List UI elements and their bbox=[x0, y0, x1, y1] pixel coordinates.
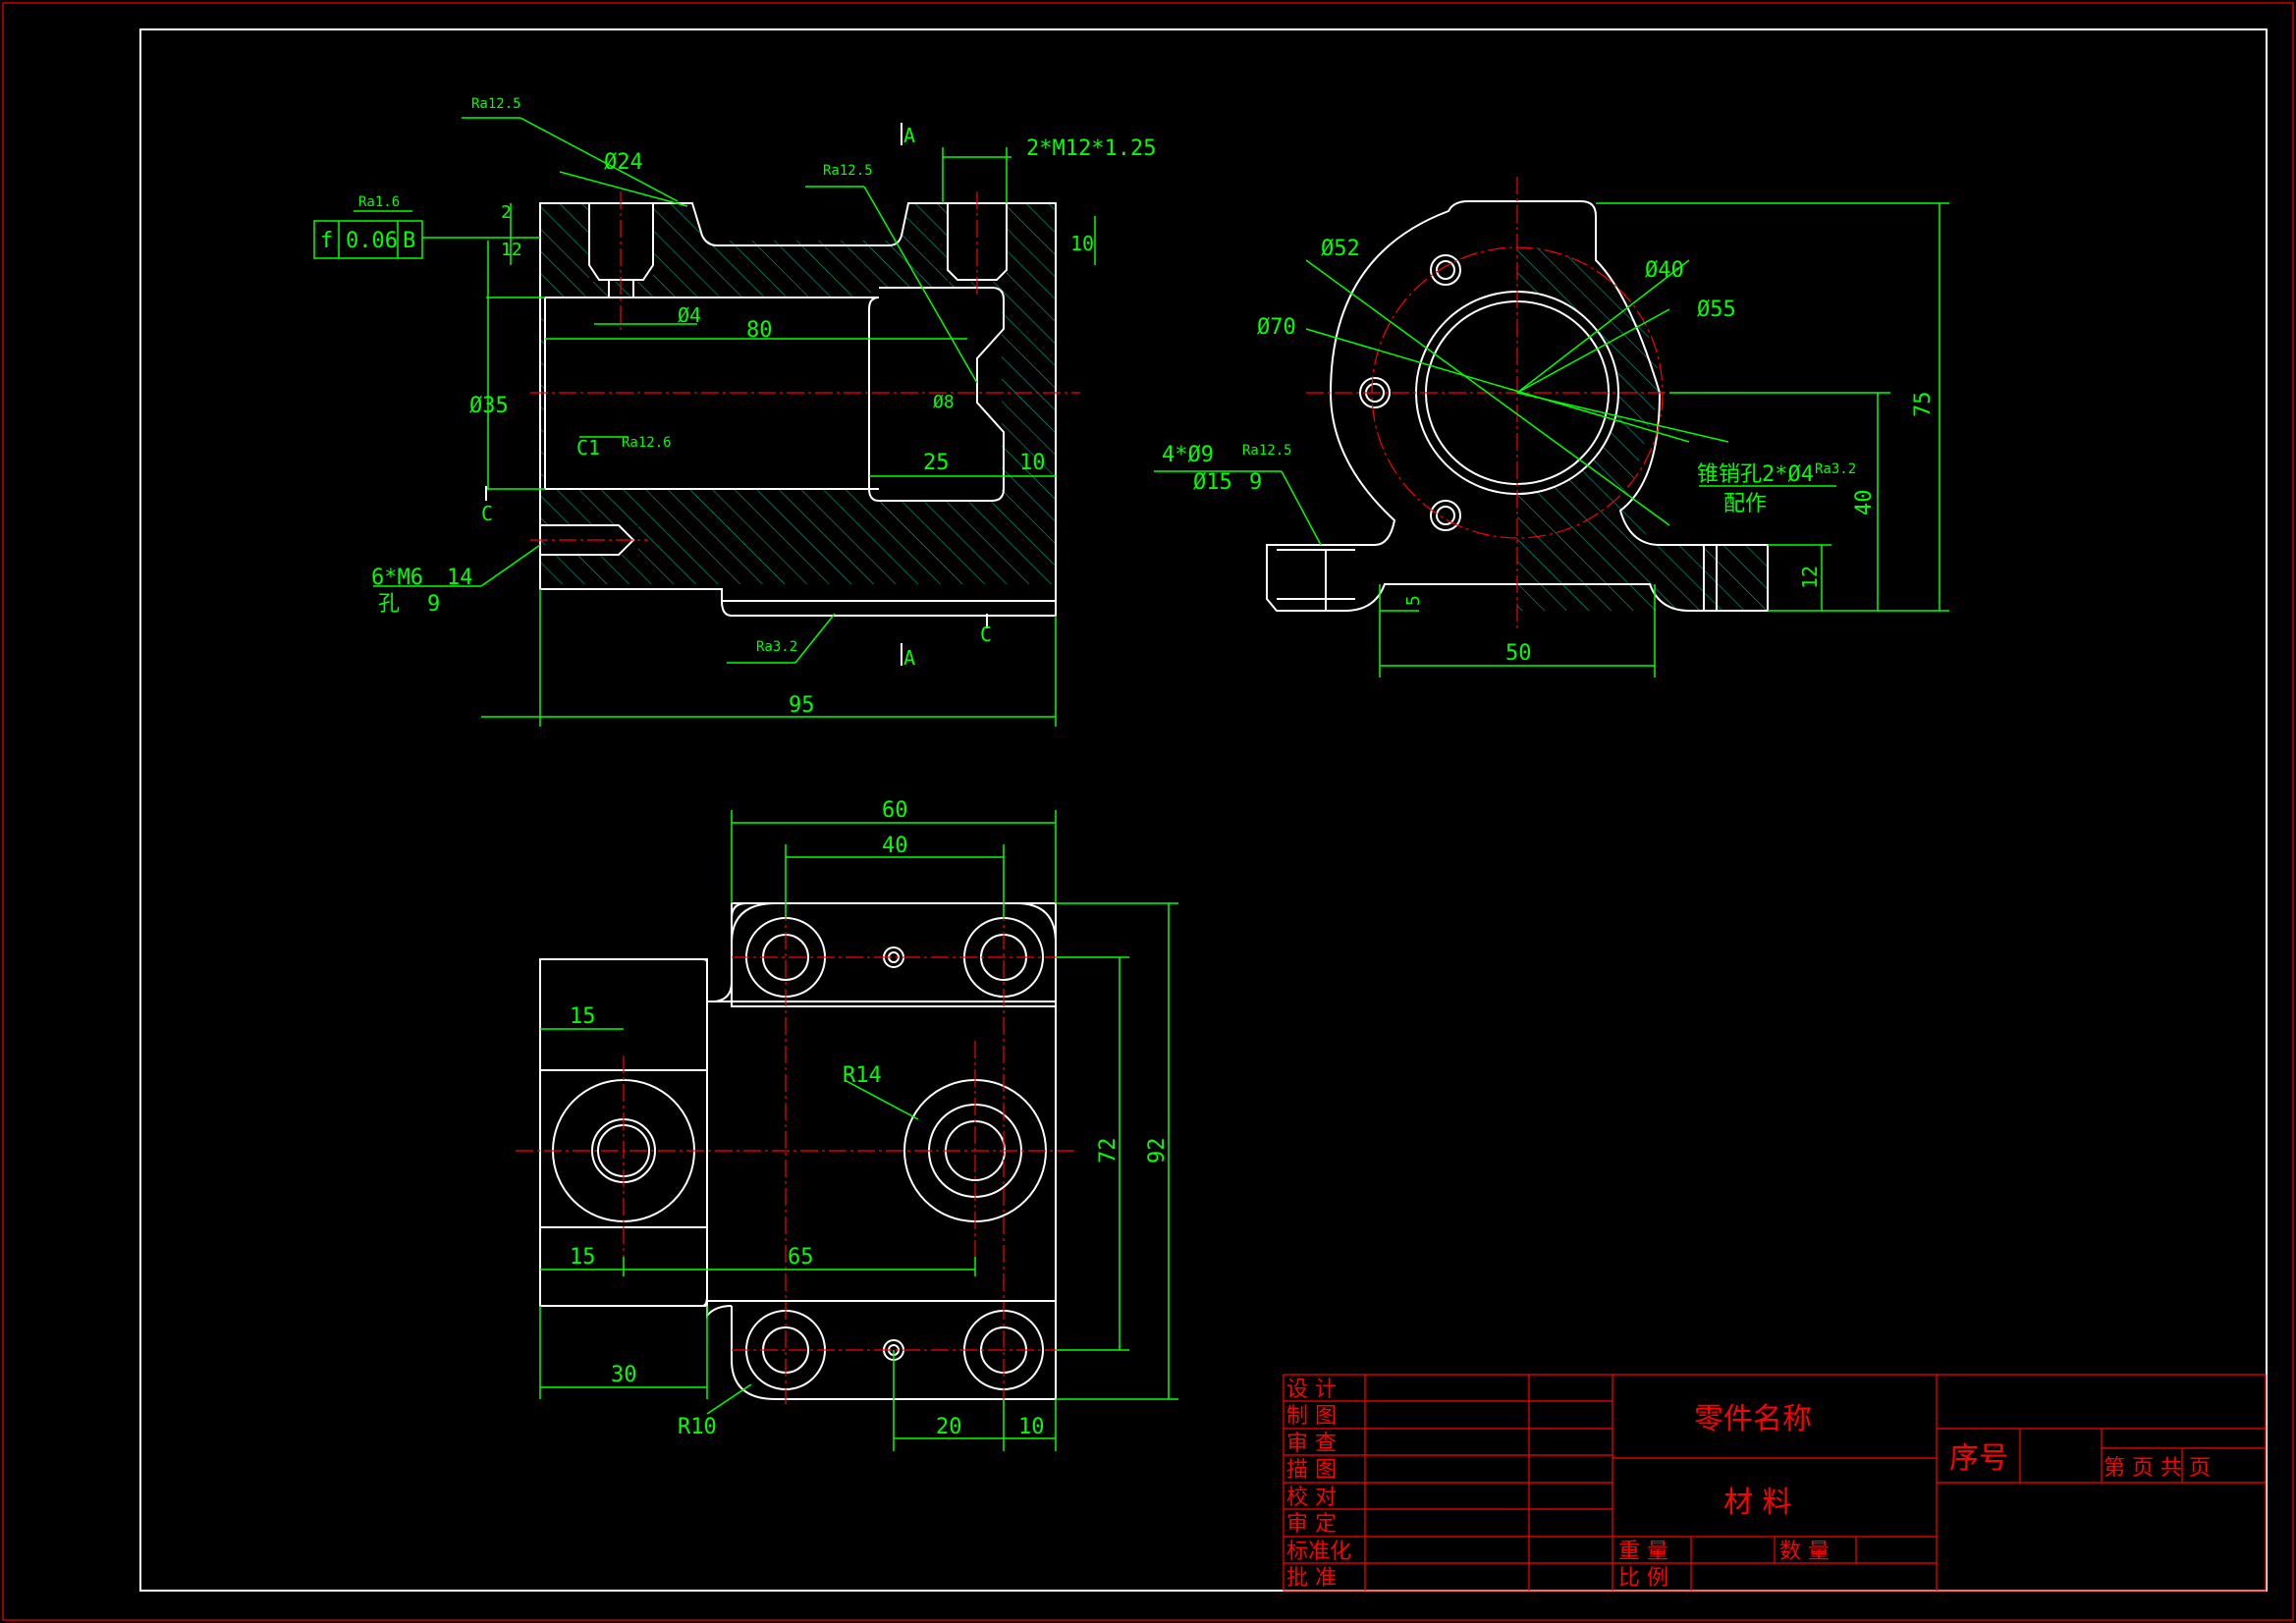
dim-50: 50 bbox=[1505, 641, 1532, 666]
pin-2: 配作 bbox=[1723, 492, 1767, 516]
dim-dia35: Ø35 bbox=[469, 394, 509, 418]
tb-row-4: 描 图 bbox=[1286, 1458, 1337, 1483]
dim-75: 75 bbox=[1911, 392, 1936, 418]
material: 材 料 bbox=[1723, 1486, 1792, 1520]
tol-symbol: f bbox=[320, 229, 333, 253]
tol-rough: Ra1.6 bbox=[358, 194, 400, 210]
inner-frame bbox=[139, 28, 2268, 1592]
dim-10-top: 10 bbox=[1018, 1415, 1045, 1439]
dim-72: 72 bbox=[1096, 1138, 1121, 1164]
rough-top: Ra12.5 bbox=[471, 96, 521, 112]
tb-row-6: 审 定 bbox=[1286, 1512, 1337, 1537]
dim-dia8: Ø8 bbox=[933, 392, 955, 412]
thread-side-depth: 14 bbox=[447, 566, 473, 590]
holes-1: 4*Ø9 bbox=[1162, 443, 1214, 467]
tol-datum: B bbox=[403, 229, 415, 253]
dim-25: 25 bbox=[923, 451, 950, 475]
dim-12-side: 12 bbox=[1798, 566, 1822, 589]
rough-bore: Ra12.6 bbox=[622, 435, 672, 451]
dim-65: 65 bbox=[788, 1245, 814, 1270]
tb-row-2: 制 图 bbox=[1286, 1404, 1337, 1429]
dim-95: 95 bbox=[789, 693, 815, 718]
holes-rough: Ra12.5 bbox=[1242, 443, 1292, 459]
dim-15a: 15 bbox=[570, 1004, 596, 1029]
tb-row-3: 审 查 bbox=[1286, 1432, 1337, 1456]
dim-60: 60 bbox=[882, 798, 908, 823]
scale: 比 例 bbox=[1618, 1566, 1668, 1591]
tb-row-7: 标准化 bbox=[1286, 1540, 1351, 1564]
section-a-bottom: A bbox=[903, 646, 915, 670]
radius-r14: R14 bbox=[843, 1063, 882, 1088]
quantity: 数 量 bbox=[1779, 1540, 1830, 1564]
dim-12: 12 bbox=[501, 240, 522, 260]
dim-40-side: 40 bbox=[1852, 490, 1877, 516]
title-block-labels: 设 计 制 图 审 查 描 图 校 对 审 定 标准化 批 准 零件名称 材 料… bbox=[1286, 1378, 2211, 1591]
pin-1: 锥销孔2*Ø4 bbox=[1697, 462, 1814, 487]
rough-bottom: Ra3.2 bbox=[756, 639, 797, 655]
dim-5-side: 5 bbox=[1403, 595, 1424, 606]
dim-10b: 10 bbox=[1019, 451, 1046, 475]
title-block bbox=[1283, 1374, 2267, 1592]
dim-40-top: 40 bbox=[882, 834, 908, 858]
thread-side-1: 6*M6 bbox=[371, 566, 423, 590]
radius-r10: R10 bbox=[678, 1415, 717, 1439]
dim-dia40: Ø40 bbox=[1645, 258, 1684, 283]
section-a-top: A bbox=[903, 124, 915, 147]
thread-side-2: 孔 bbox=[378, 592, 400, 617]
dim-dia55: Ø55 bbox=[1697, 298, 1736, 322]
dim-dia52: Ø52 bbox=[1321, 237, 1360, 261]
tol-value: 0.06 bbox=[346, 229, 398, 253]
dim-dia70: Ø70 bbox=[1257, 315, 1296, 340]
dim-thread-top: 2*M12*1.25 bbox=[1026, 136, 1156, 161]
weight: 重 量 bbox=[1618, 1540, 1668, 1564]
top-view bbox=[516, 810, 1178, 1451]
datum-c-1: C bbox=[481, 502, 493, 525]
side-view bbox=[1154, 177, 1949, 677]
tb-row-1: 设 计 bbox=[1286, 1378, 1337, 1402]
dim-20: 20 bbox=[936, 1415, 962, 1439]
thread-side-hole: 9 bbox=[427, 592, 440, 617]
dim-15b: 15 bbox=[570, 1245, 596, 1270]
page-info: 第 页 共 页 bbox=[2104, 1456, 2211, 1481]
chamfer-c1: C1 bbox=[576, 436, 600, 460]
datum-c-2: C bbox=[980, 622, 992, 646]
front-view bbox=[313, 117, 1096, 727]
top-view-labels: 60 40 15 R14 72 92 15 65 30 R10 20 10 bbox=[570, 798, 1170, 1439]
part-name: 零件名称 bbox=[1694, 1402, 1812, 1436]
rough-right: Ra12.5 bbox=[823, 163, 873, 179]
dim-2: 2 bbox=[501, 202, 512, 223]
dim-dia4: Ø4 bbox=[678, 303, 701, 327]
pin-rough: Ra3.2 bbox=[1815, 461, 1856, 477]
holes-depth: 9 bbox=[1249, 470, 1262, 495]
dim-30: 30 bbox=[611, 1363, 637, 1387]
dim-80: 80 bbox=[746, 318, 773, 343]
serial-no: 序号 bbox=[1949, 1441, 2008, 1476]
side-view-labels: Ø52 Ø40 Ø55 Ø70 4*Ø9 Ra12.5 Ø15 9 锥销孔2*Ø… bbox=[1162, 237, 1936, 666]
front-view-labels: Ra12.5 Ø24 2*M12*1.25 Ra12.5 2 12 10 Ø4 … bbox=[320, 96, 1156, 718]
holes-2: Ø15 bbox=[1193, 470, 1232, 495]
dim-92: 92 bbox=[1145, 1138, 1170, 1164]
tb-row-8: 批 准 bbox=[1286, 1566, 1337, 1591]
tb-row-5: 校 对 bbox=[1286, 1486, 1337, 1510]
dim-dia24: Ø24 bbox=[604, 150, 643, 175]
dim-10: 10 bbox=[1070, 232, 1094, 255]
